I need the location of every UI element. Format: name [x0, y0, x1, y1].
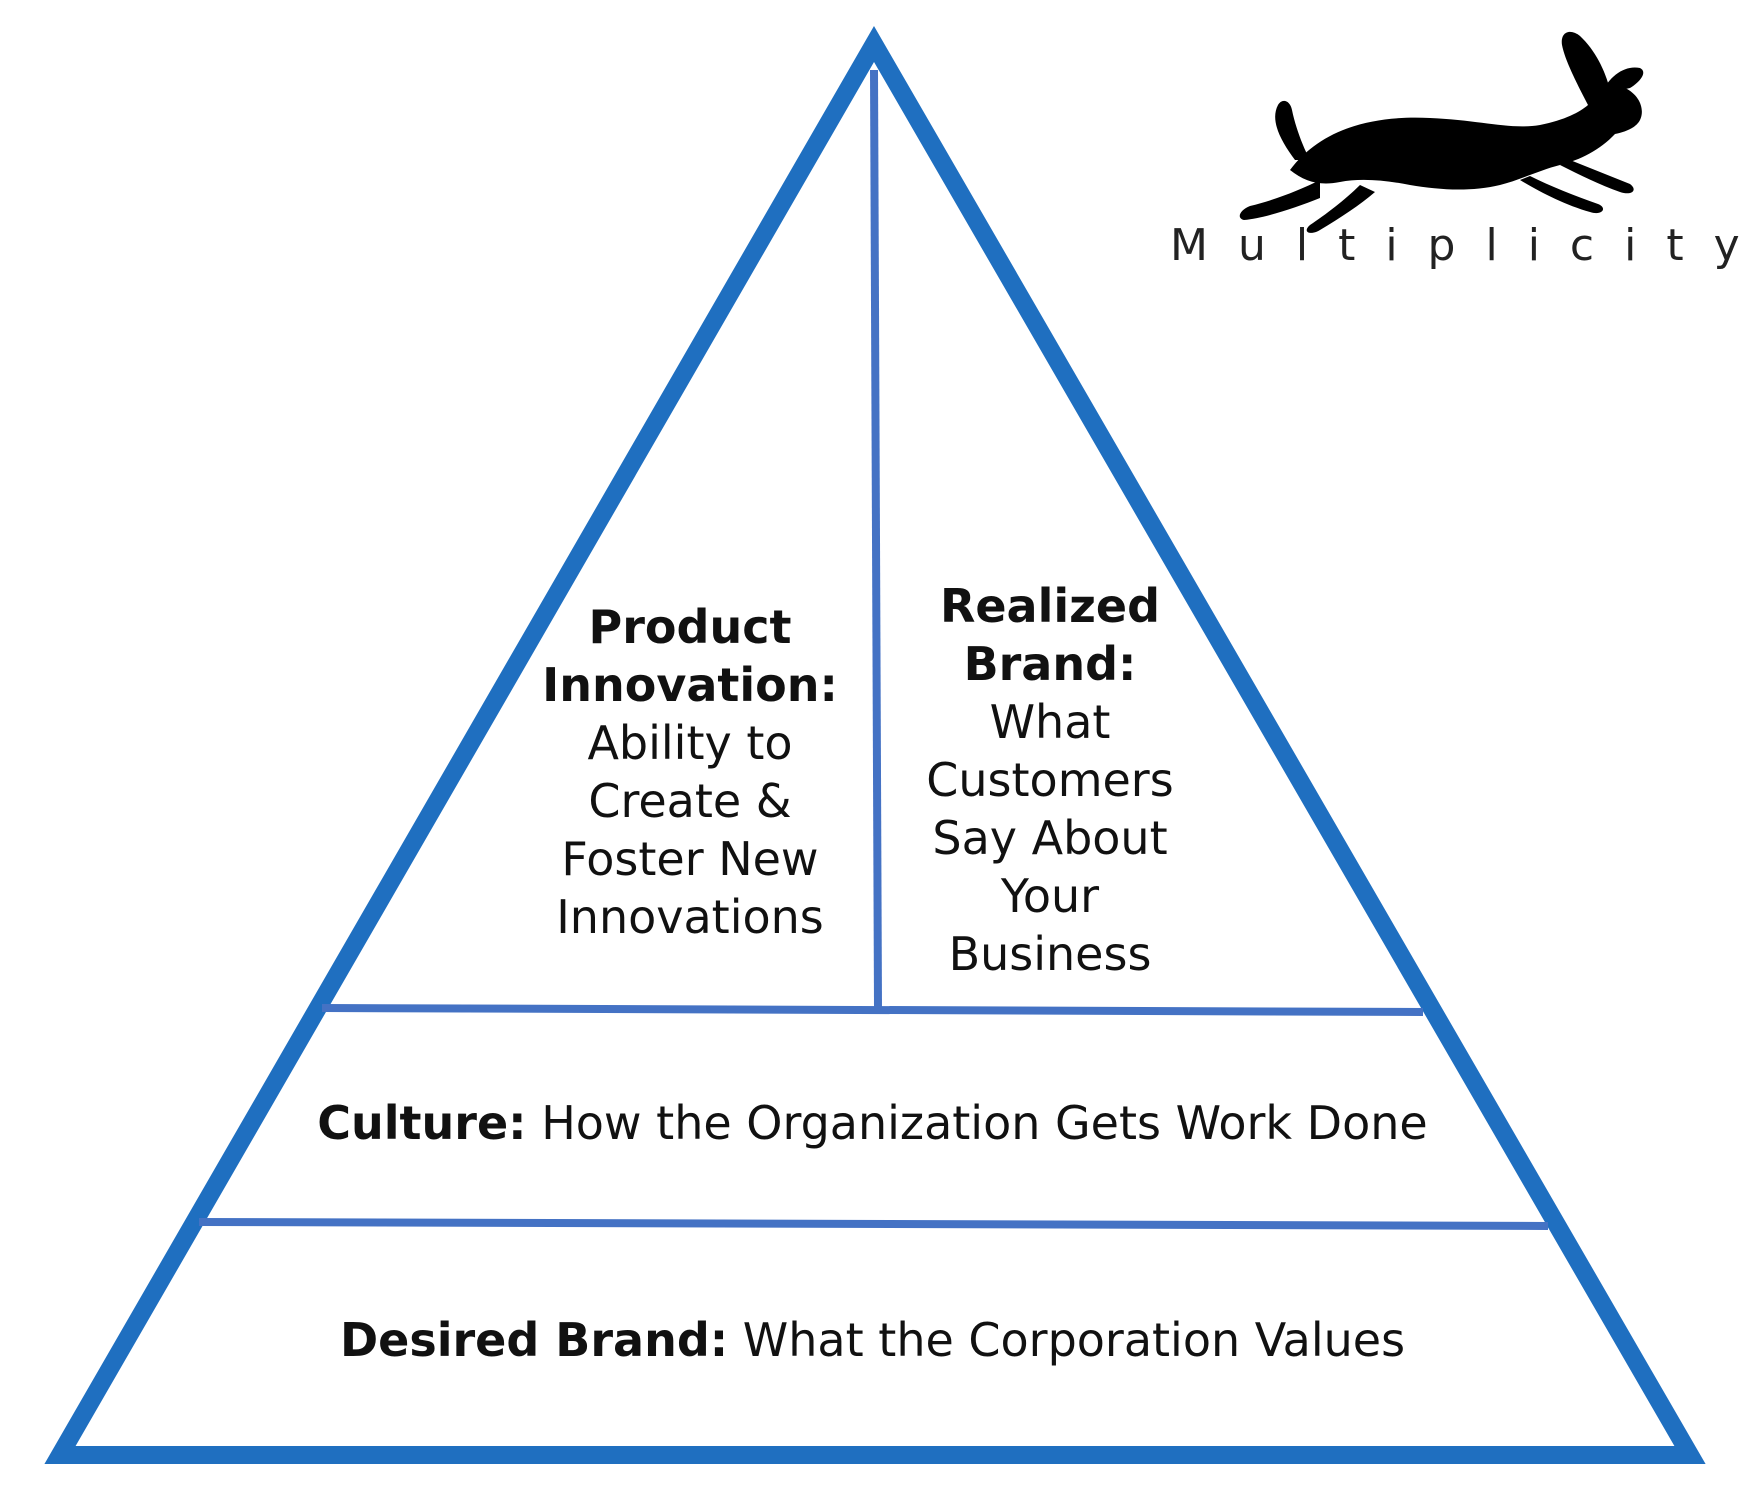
product-innovation-line: Create & [588, 774, 792, 828]
product-innovation-line: Innovations [556, 890, 824, 944]
culture-row: Culture: How the Organization Gets Work … [0, 1095, 1745, 1151]
realized-brand-line: Customers [926, 753, 1174, 807]
product-innovation-block: Product Innovation: Ability to Create & … [540, 598, 840, 946]
realized-brand-block: Realized Brand: What Customers Say About… [900, 577, 1200, 983]
realized-brand-line: What [989, 695, 1111, 749]
realized-brand-heading-2: Brand: [963, 637, 1137, 691]
lower-horizontal-divider [198, 1218, 1549, 1230]
desired-brand-heading: Desired Brand: [339, 1313, 729, 1367]
desired-brand-body: What the Corporation Values [742, 1313, 1406, 1367]
upper-horizontal-divider [321, 1004, 1424, 1016]
culture-heading: Culture: [317, 1096, 527, 1150]
product-innovation-heading-1: Product [588, 600, 792, 654]
pyramid-outline [44, 26, 1706, 1464]
desired-brand-row: Desired Brand: What the Corporation Valu… [0, 1312, 1745, 1368]
realized-brand-heading-1: Realized [939, 579, 1161, 633]
vertical-divider [870, 69, 882, 1009]
product-innovation-line: Ability to [587, 716, 793, 770]
realized-brand-line: Your [1000, 869, 1100, 923]
culture-body: How the Organization Gets Work Done [541, 1096, 1428, 1150]
hare-icon [1239, 31, 1644, 233]
product-innovation-line: Foster New [561, 832, 819, 886]
realized-brand-line: Say About [932, 811, 1168, 865]
product-innovation-heading-2: Innovation: [542, 658, 838, 712]
brand-wordmark: Multiplicity [1170, 220, 1745, 271]
realized-brand-line: Business [948, 927, 1152, 981]
